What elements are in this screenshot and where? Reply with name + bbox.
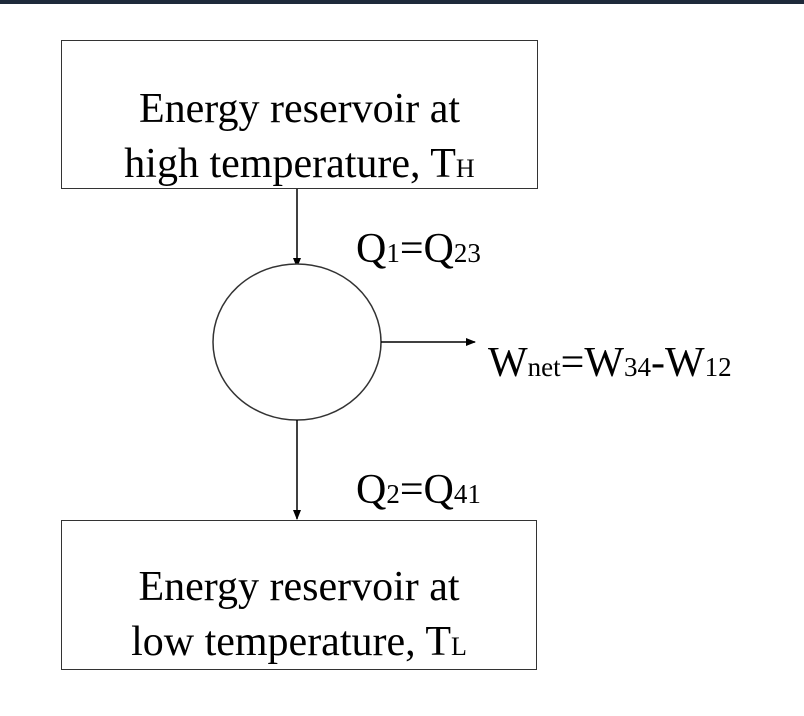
net-work-w: W — [488, 340, 528, 386]
hot-reservoir-line2: high temperature, TH — [62, 140, 537, 193]
heat-out-equals: =Q — [399, 467, 454, 513]
hot-reservoir-subscript: H — [455, 154, 475, 183]
heat-in-label: Q1=Q23 — [356, 225, 481, 277]
heat-in-equals: =Q — [399, 226, 454, 272]
net-work-label: Wnet=W34-W12 — [488, 339, 732, 391]
net-work-minus-subscript: 12 — [704, 352, 732, 382]
hot-reservoir-label: high temperature, T — [124, 141, 456, 187]
cold-reservoir-subscript: L — [451, 632, 467, 661]
heat-out-label: Q2=Q41 — [356, 466, 481, 518]
hot-reservoir-line1: Energy reservoir at — [138, 86, 461, 132]
heat-engine-circle — [212, 263, 382, 421]
hot-reservoir-box: Energy reservoir at high temperature, TH — [61, 40, 538, 189]
heat-out-q: Q — [356, 467, 387, 513]
net-work-eq-subscript: 34 — [623, 352, 651, 382]
cold-reservoir-line2: low temperature, TL — [62, 618, 536, 671]
heat-out-q-subscript: 2 — [386, 479, 400, 509]
heat-in-q-subscript: 1 — [386, 238, 400, 268]
cold-reservoir-label: low temperature, T — [131, 619, 452, 665]
cold-reservoir-box: Energy reservoir at low temperature, TL — [61, 520, 537, 670]
heat-out-eq-subscript: 41 — [453, 479, 481, 509]
net-work-minus: -W — [650, 340, 705, 386]
heat-in-q: Q — [356, 226, 387, 272]
cold-reservoir-line1: Energy reservoir at — [138, 564, 460, 610]
heat-in-eq-subscript: 23 — [453, 238, 481, 268]
top-border — [0, 0, 804, 4]
net-work-equals: =W — [560, 340, 624, 386]
net-work-w-subscript: net — [527, 352, 561, 382]
